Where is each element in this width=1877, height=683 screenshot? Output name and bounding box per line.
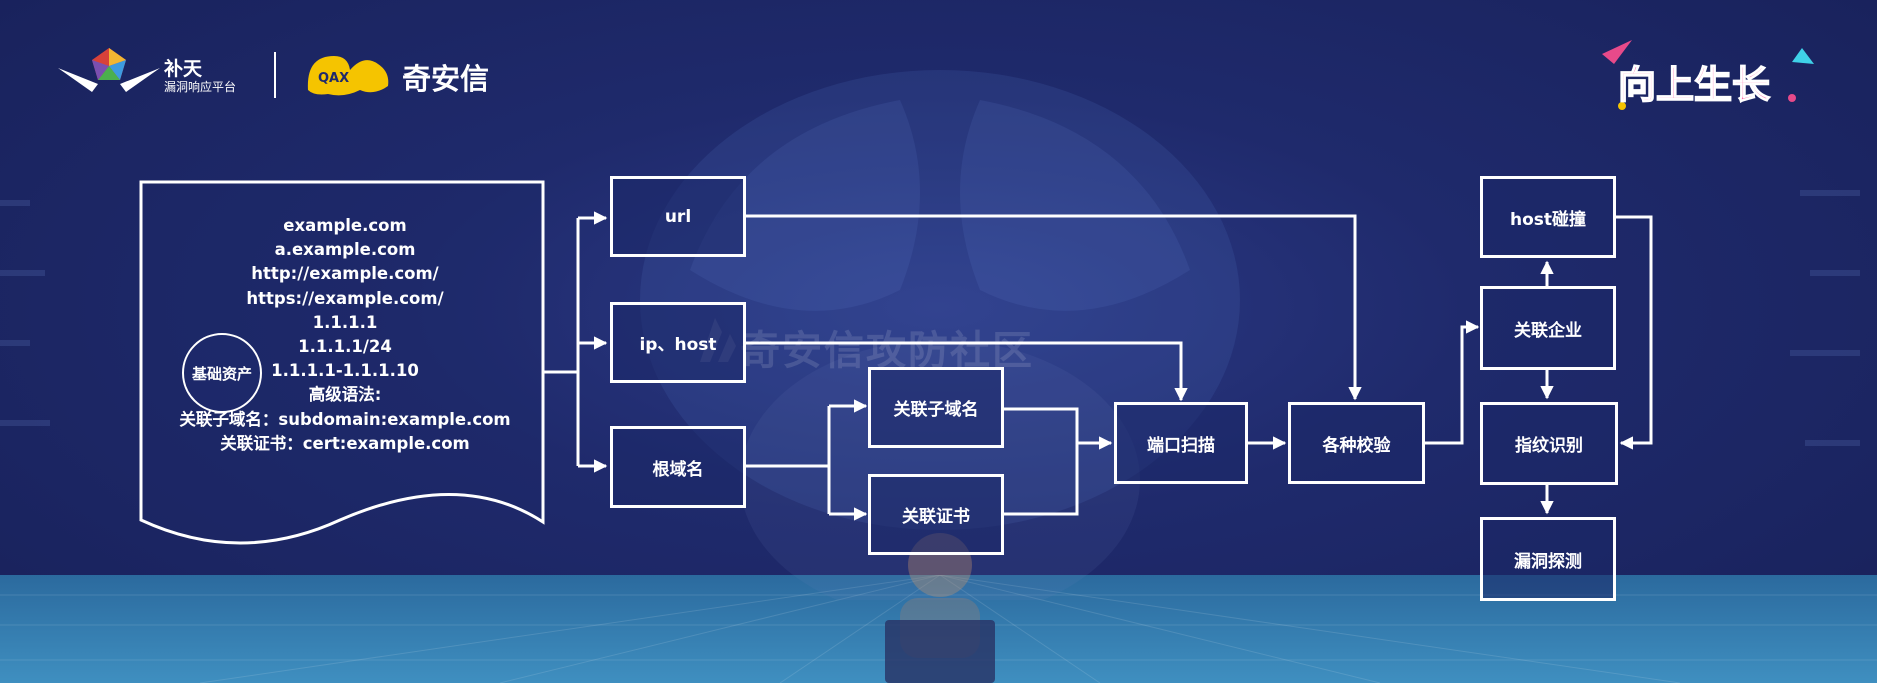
basic-asset-circle: 基础资产 bbox=[182, 333, 262, 413]
node-related-company: 关联企业 bbox=[1480, 286, 1616, 370]
brain-silhouette bbox=[640, 70, 1240, 600]
node-port-scan: 端口扫描 bbox=[1114, 402, 1248, 484]
node-related-subdomain: 关联子域名 bbox=[868, 367, 1004, 448]
butian-logo-icon bbox=[58, 48, 160, 92]
doc-line: a.example.com bbox=[274, 240, 416, 260]
left-panel-deco bbox=[0, 200, 50, 426]
asset-document-shape bbox=[139, 180, 545, 545]
doc-line: 关联子域名：subdomain:example.com bbox=[179, 409, 511, 429]
node-verification: 各种校验 bbox=[1288, 402, 1425, 484]
doc-line: https://example.com/ bbox=[246, 288, 444, 308]
doc-line: 1.1.1.1 bbox=[312, 312, 378, 332]
node-related-cert: 关联证书 bbox=[868, 474, 1004, 555]
logo-divider bbox=[274, 52, 276, 98]
node-host-collision: host碰撞 bbox=[1480, 176, 1616, 258]
doc-line: 1.1.1.1-1.1.1.10 bbox=[271, 361, 419, 381]
svg-text:QAX: QAX bbox=[318, 71, 349, 86]
right-panel-deco bbox=[1790, 190, 1860, 446]
butian-name: 补天 bbox=[164, 58, 203, 80]
node-url: url bbox=[610, 176, 746, 257]
doc-line: 关联证书：cert:example.com bbox=[220, 433, 470, 453]
growth-badge: 向上生长 bbox=[1602, 40, 1814, 110]
badge-text: 向上生长 bbox=[1618, 63, 1770, 107]
asset-document-text: example.com a.example.com http://example… bbox=[150, 214, 540, 456]
watermark-text: 奇安信攻防社区 bbox=[740, 328, 1034, 374]
doc-line: 高级语法: bbox=[308, 385, 382, 405]
node-vuln-detect: 漏洞探测 bbox=[1480, 517, 1616, 601]
doc-line: 1.1.1.1/24 bbox=[298, 337, 392, 357]
node-root-domain: 根域名 bbox=[610, 426, 746, 508]
node-ip-host: ip、host bbox=[610, 302, 746, 383]
qianxin-name: 奇安信 bbox=[402, 62, 490, 96]
qianxin-logo-icon: QAX bbox=[307, 56, 389, 96]
doc-line: http://example.com/ bbox=[251, 264, 439, 284]
butian-subtitle: 漏洞响应平台 bbox=[164, 80, 237, 94]
doc-line: example.com bbox=[283, 216, 407, 235]
node-fingerprint: 指纹识别 bbox=[1480, 402, 1618, 485]
